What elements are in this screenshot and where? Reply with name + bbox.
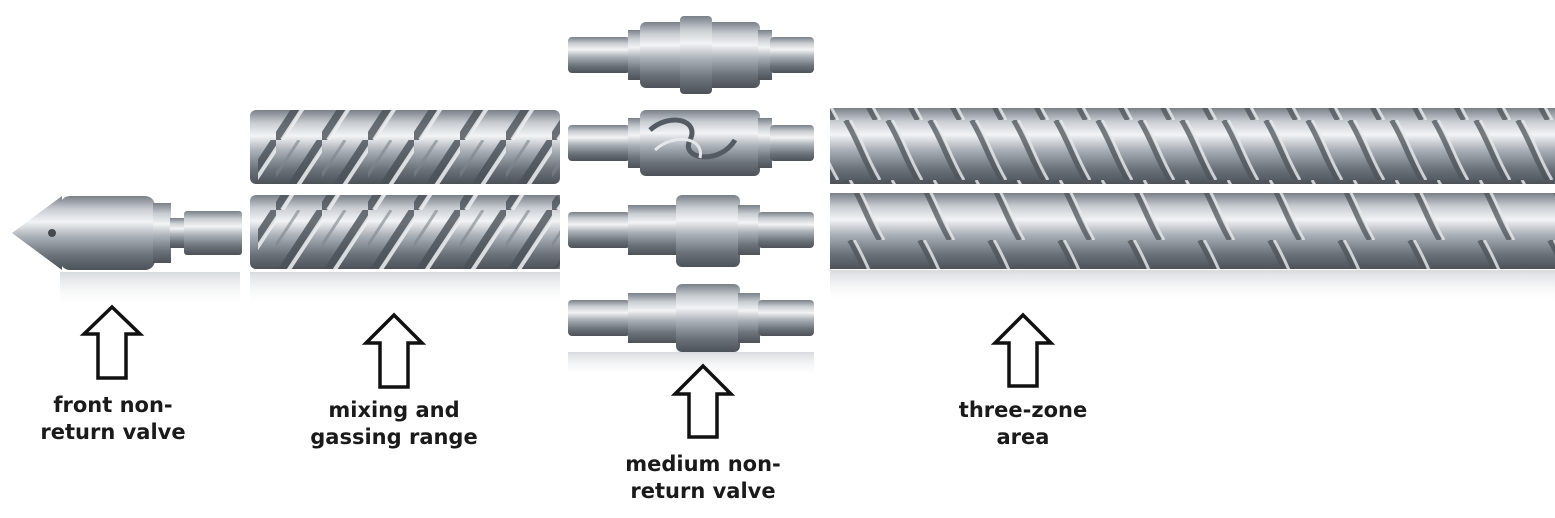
up-arrow-icon — [79, 304, 145, 380]
up-arrow-icon — [990, 312, 1056, 388]
front-valve-label: front non- return valve — [18, 392, 208, 446]
mixing-label-line2: gassing range — [310, 425, 478, 449]
medium-valve-2 — [568, 110, 814, 176]
three-zone-label-line2: area — [996, 425, 1050, 449]
mixing-label: mixing and gassing range — [294, 397, 494, 451]
up-arrow-icon — [361, 312, 427, 389]
three-zone-label-line1: three-zone — [958, 398, 1088, 422]
medium-valve-3 — [568, 195, 814, 267]
front-valve-tip — [12, 196, 242, 308]
medium-valve-label: medium non- return valve — [600, 451, 806, 505]
medium-valve-label-line1: medium non- — [625, 452, 781, 476]
front-valve-label-line1: front non- — [53, 393, 173, 417]
medium-valve-label-line2: return valve — [630, 479, 776, 503]
front-valve-label-line2: return valve — [40, 420, 186, 444]
medium-valve-4 — [568, 284, 814, 378]
medium-valve-group — [568, 16, 814, 378]
mixing-label-line1: mixing and — [328, 398, 460, 422]
medium-valve-1 — [568, 16, 814, 94]
mixing-gassing-section — [250, 110, 560, 306]
three-zone-screw — [830, 108, 1555, 304]
three-zone-label: three-zone area — [928, 397, 1118, 451]
up-arrow-icon — [670, 363, 736, 439]
